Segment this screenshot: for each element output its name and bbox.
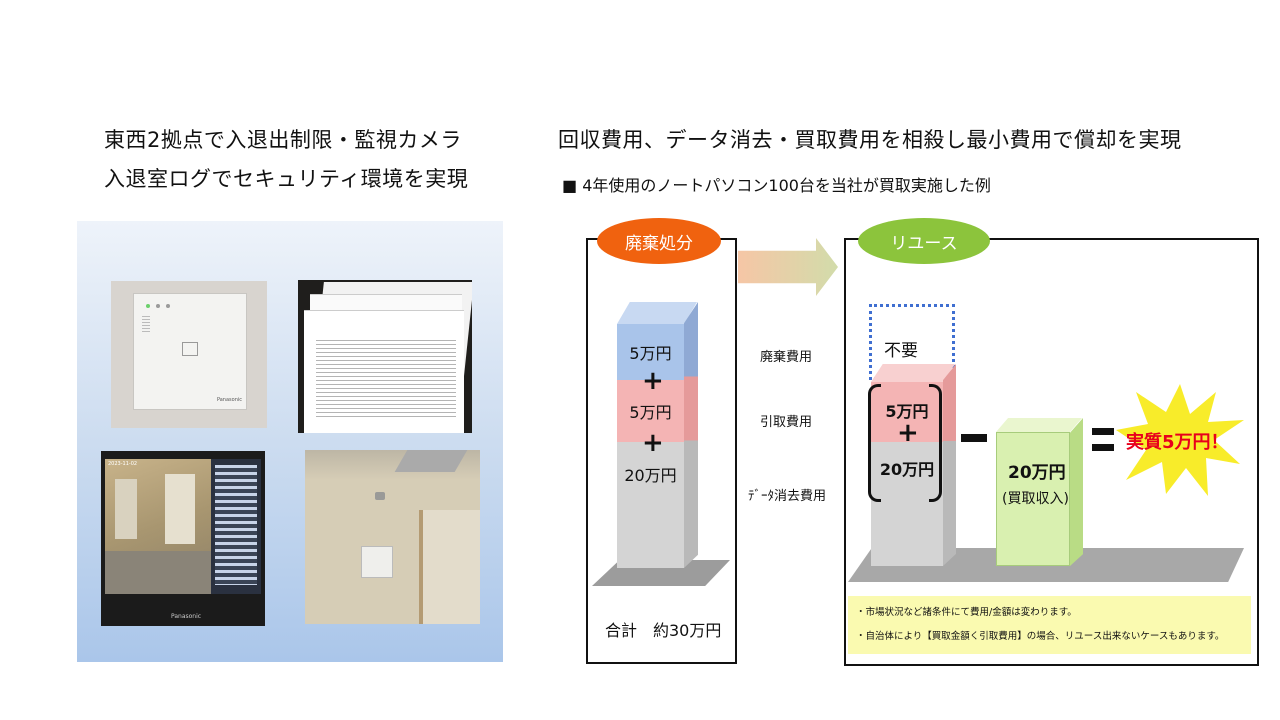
right-subheading: ■ 4年使用のノートパソコン100台を当社が買取実施した例 (562, 176, 991, 195)
reuse-segment-gray: 20万円 (871, 442, 943, 566)
result-text: 実質5万円！ (1126, 432, 1229, 453)
panel-brand: Panasonic (216, 397, 242, 403)
reuse-stack-top (871, 364, 955, 382)
disposal-stack-side (684, 302, 698, 568)
transition-arrow (738, 238, 838, 296)
right-heading: 回収費用、データ消去・買取費用を相殺し最小費用で償却を実現 (558, 128, 1182, 152)
notes-box: ・市場状況など諸条件にて費用/金額は変わります。 ・自治体により【買取金額く引取… (848, 596, 1251, 654)
disposal-stack-top (617, 302, 697, 324)
camera-monitor-photo: 2023-11-02 Panasonic (101, 451, 265, 626)
ceiling-camera-photo (305, 450, 480, 624)
disposal-plus-2: + (642, 428, 664, 458)
monitor-timestamp: 2023-11-02 (108, 461, 138, 467)
cost-label-disposal: 廃棄費用 (760, 350, 813, 365)
disposal-segment-gray: 20万円 (617, 442, 684, 568)
disposal-segment-blue: 5万円 (617, 324, 684, 380)
cost-label-pickup: 引取費用 (760, 415, 813, 430)
purchase-box-top (996, 418, 1082, 432)
purchase-box (996, 432, 1070, 566)
unneeded-label: 不要 (884, 341, 918, 361)
disposal-badge: 廃棄処分 (597, 218, 721, 264)
equals-sign (1092, 428, 1114, 452)
reuse-badge: リユース (858, 218, 990, 264)
result-burst (1116, 384, 1244, 496)
photo-panel: Panasonic 2023-11-02 Panasonic (77, 221, 503, 662)
purchase-box-side (1070, 418, 1083, 566)
reuse-bracket-right (929, 384, 942, 502)
reuse-stack-side (943, 364, 956, 566)
disposal-total: 合計 約30万円 (605, 621, 722, 640)
left-heading-line1: 東西2拠点で入退出制限・監視カメラ (104, 128, 462, 152)
note-line-1: ・市場状況など諸条件にて費用/金額は変わります。 (856, 607, 1077, 618)
disposal-segment-pink: 5万円 (617, 380, 684, 442)
note-line-2: ・自治体により【買取金額く引取費用】の場合、リユース出来ないケースもあります。 (856, 631, 1225, 642)
access-panel-photo: Panasonic (111, 281, 267, 428)
card-reader-icon (182, 342, 198, 356)
reuse-plus: + (897, 418, 919, 448)
reuse-bracket-left (868, 384, 881, 502)
camera-icon (375, 492, 385, 500)
burst-shape (1116, 384, 1244, 496)
disposal-plus-1: + (642, 366, 664, 396)
purchase-label: (買取収入) (1002, 491, 1069, 507)
left-heading-line2: 入退室ログでセキュリティ環境を実現 (104, 167, 469, 191)
monitor-brand: Panasonic (171, 613, 202, 620)
cost-label-erasure: ﾃﾞｰﾀ消去費用 (748, 489, 827, 504)
purchase-value: 20万円 (1008, 463, 1066, 483)
entry-log-photo (298, 280, 472, 433)
minus-sign (961, 434, 987, 442)
